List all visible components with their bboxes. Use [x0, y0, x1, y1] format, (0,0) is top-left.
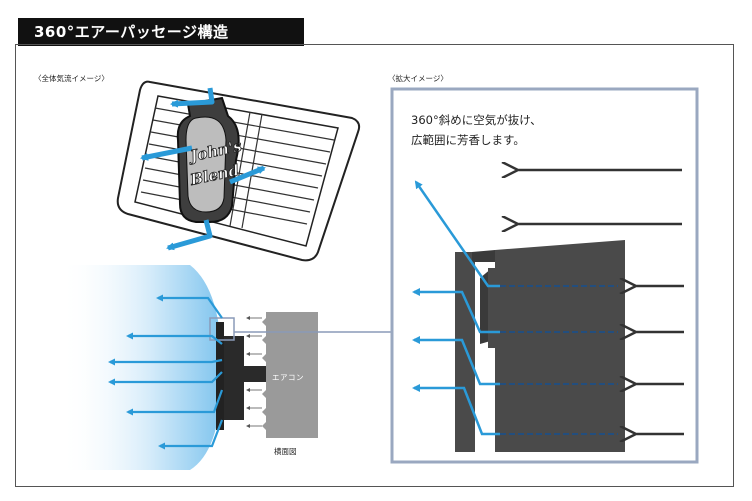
side-view-airflow-arrows [108, 294, 224, 450]
side-view [60, 265, 392, 470]
caption-zoom: 〈拡大イメージ〉 [388, 74, 448, 83]
page-title: 360°エアーパッセージ構造 [18, 18, 304, 46]
zoom-description-line1: 360°斜めに空気が抜け、 [411, 113, 542, 127]
side-view-label: 横面図 [274, 447, 297, 456]
air-channels [500, 285, 618, 435]
overall-airflow-arrows [140, 87, 266, 251]
jar-device [176, 96, 240, 223]
incoming-air-arrows [516, 170, 684, 434]
outgoing-air-arrows [412, 180, 500, 436]
zoom-description-line2: 広範囲に芳香します。 [411, 133, 525, 147]
content-frame [15, 44, 734, 487]
zoom-description: 360°斜めに空気が抜け、 広範囲に芳香します。 [411, 110, 542, 150]
caption-overall-airflow: 〈全体気流イメージ〉 [34, 74, 109, 83]
aircon-label: エアコン [272, 373, 304, 382]
